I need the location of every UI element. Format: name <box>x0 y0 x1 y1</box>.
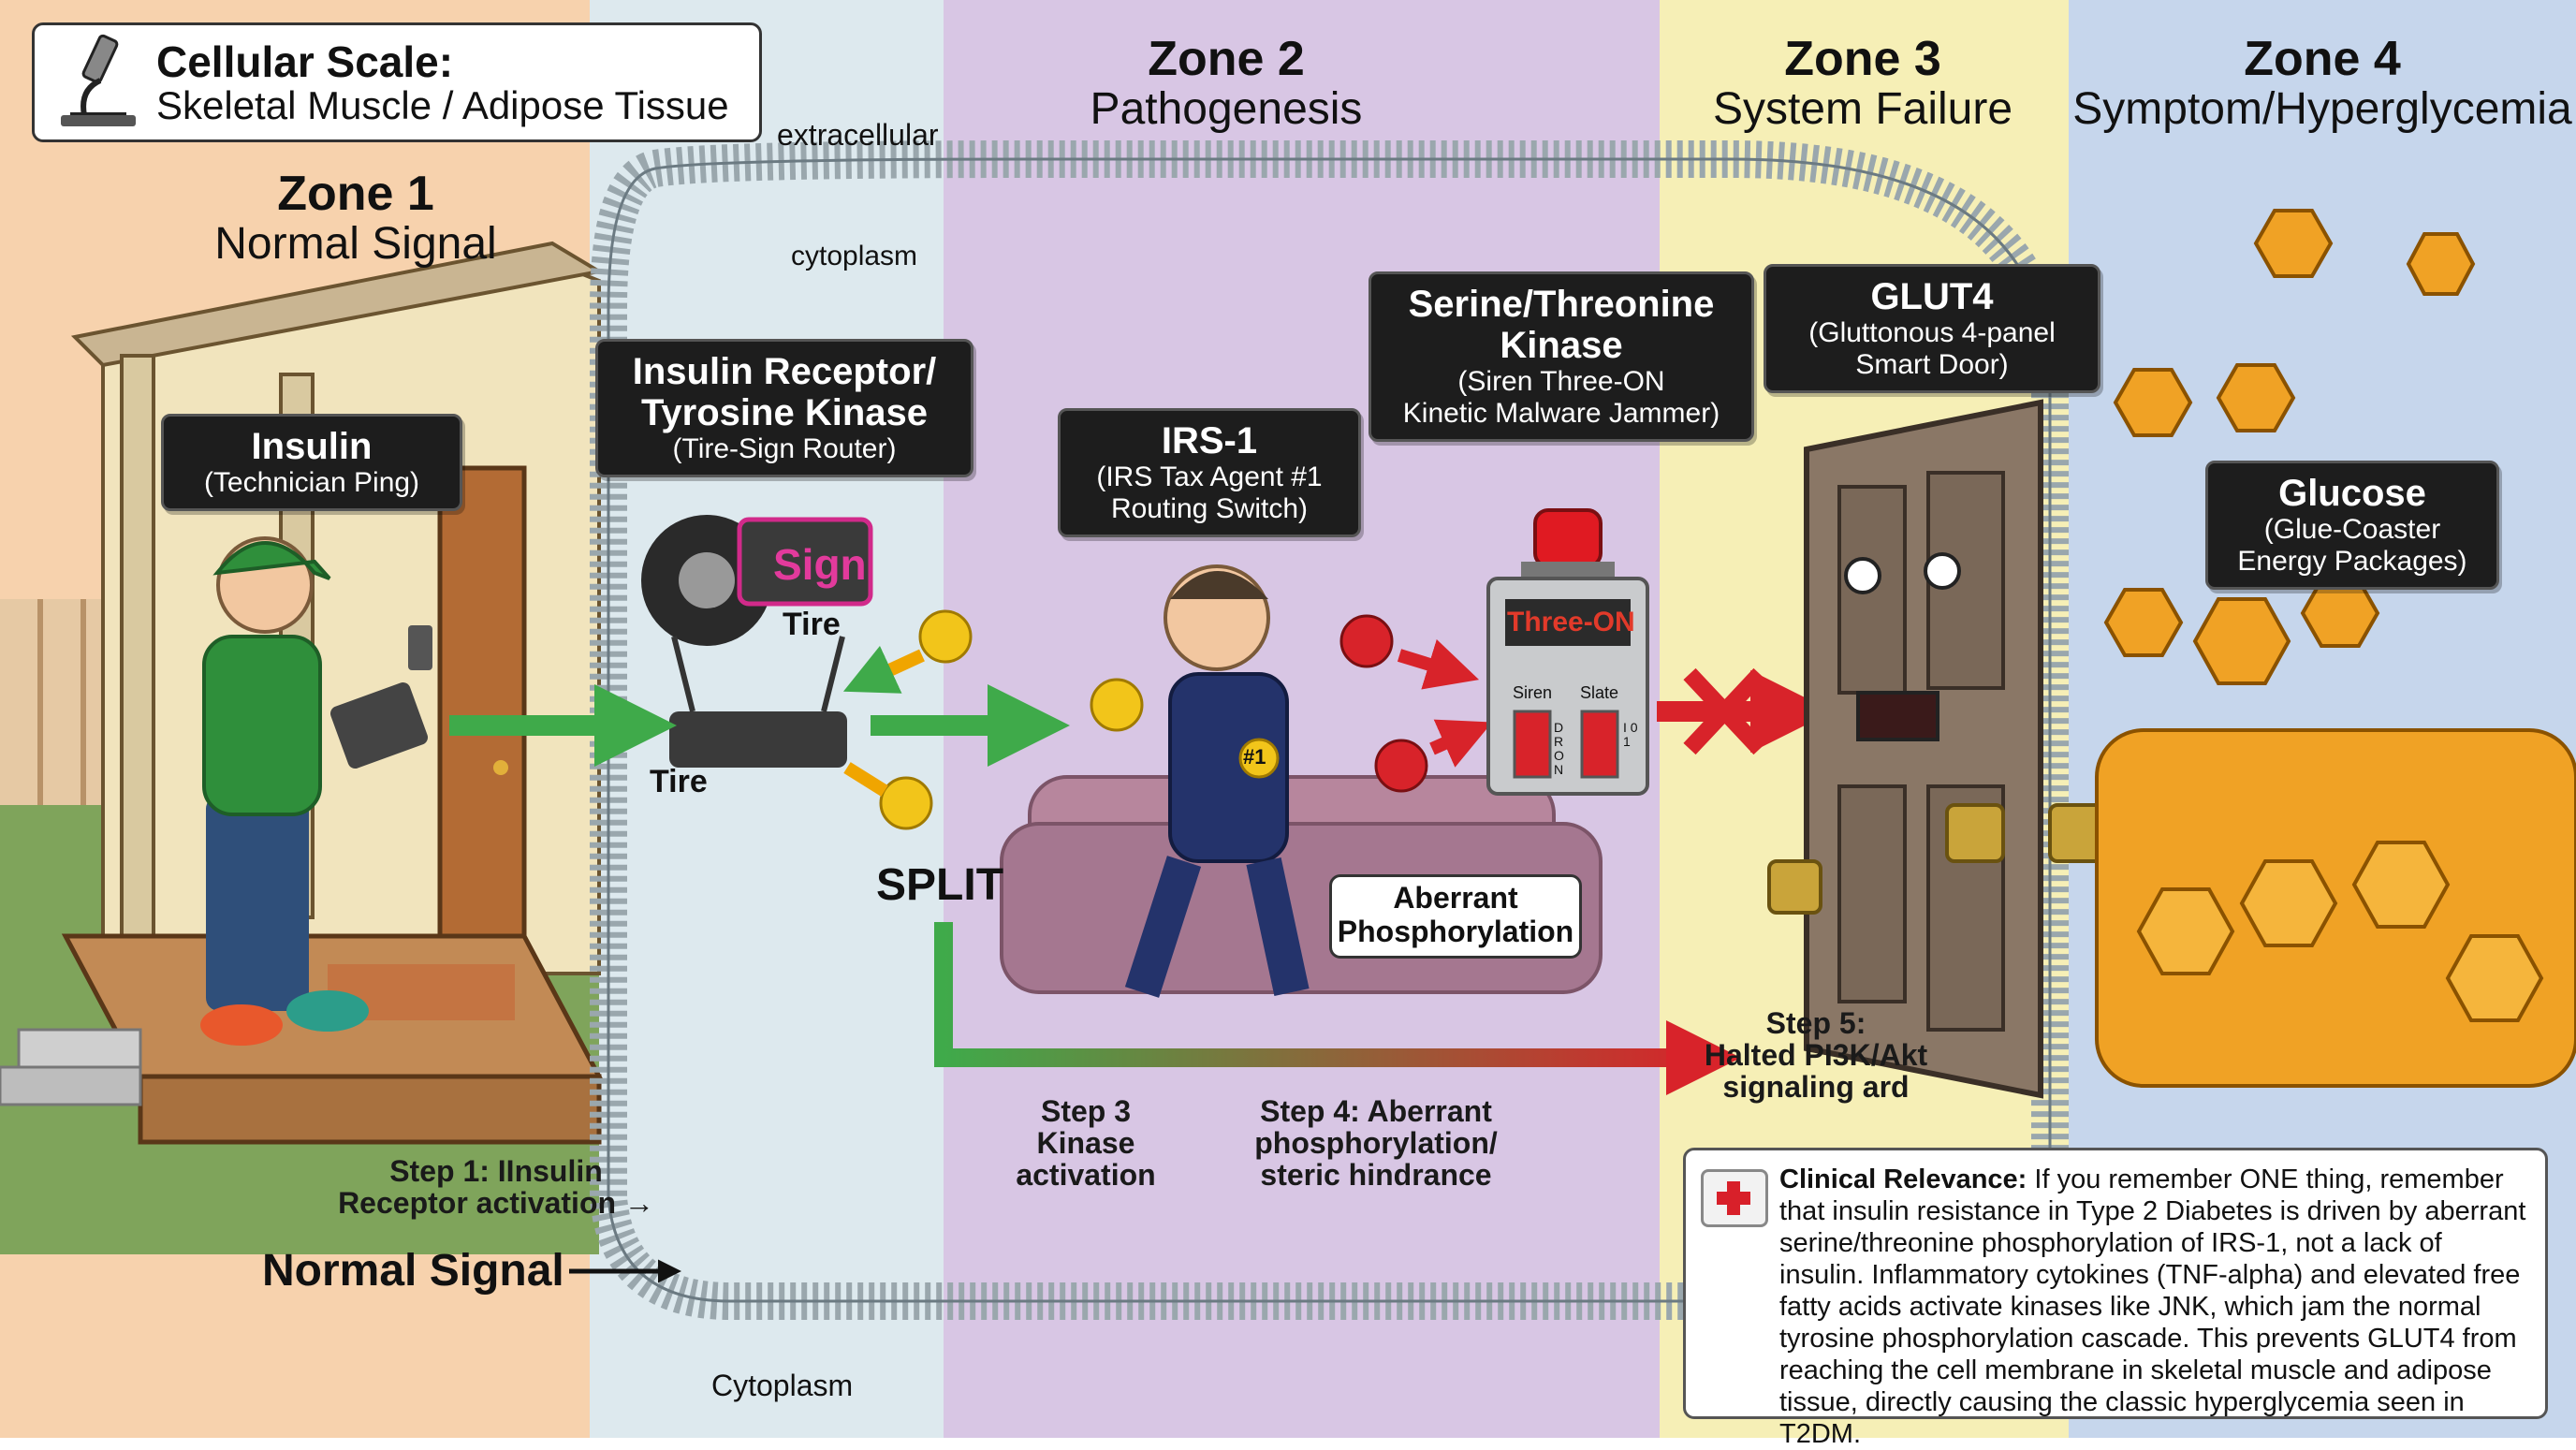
split-arrow <box>934 922 1741 1095</box>
step-5-line-1: Step 5: <box>1765 1006 1866 1040</box>
glut4-label-sub-2: Smart Door) <box>1855 349 2009 380</box>
insulin-ball <box>918 609 973 664</box>
scale-subtitle: Skeletal Muscle / Adipose Tissue <box>156 83 729 127</box>
glut4-label: GLUT4 (Gluttonous 4-panel Smart Door) <box>1764 264 2100 393</box>
insulin-ball <box>879 776 933 830</box>
router-tire-bottom: Tire <box>650 764 708 799</box>
jammer-switch-right-text: I 0 1 <box>1623 720 1638 749</box>
kinase-ball <box>1339 614 1394 668</box>
insulin-label-title: Insulin <box>251 426 373 467</box>
step-4-label: Step 4: Aberrant phosphorylation/ steric… <box>1226 1095 1526 1191</box>
glut4-door <box>1767 399 2108 1099</box>
kinase-label-title-1: Serine/Threonine <box>1408 284 1715 325</box>
technician-figure <box>200 536 429 1046</box>
zone-2-heading: Zone 2 <box>1148 32 1305 86</box>
step-3-label: Step 3 Kinase activation <box>992 1095 1179 1191</box>
extracellular-label: extracellular <box>777 118 939 152</box>
router-tire-top: Tire <box>783 607 841 642</box>
kinase-label-title-2: Kinase <box>1500 325 1623 366</box>
cellular-scale-box: Cellular Scale: Skeletal Muscle / Adipos… <box>32 22 762 142</box>
step-4-line-3: steric hindrance <box>1260 1158 1492 1192</box>
glucose-crowd <box>2095 209 2576 1088</box>
kinase-label: Serine/Threonine Kinase (Siren Three-ON … <box>1368 271 1754 442</box>
siren-jammer-device <box>1486 508 1649 796</box>
cytoplasm-bottom-label: Cytoplasm <box>711 1369 854 1402</box>
agent-badge: #1 <box>1243 745 1266 769</box>
cytoplasm-top-label: cytoplasm <box>791 241 918 271</box>
step-1-label: Step 1: IInsulin Receptor activation → <box>328 1155 665 1219</box>
zone-3-heading: Zone 3 <box>1784 32 1941 86</box>
zone-1-title: Zone 1 Normal Signal <box>187 168 524 270</box>
zone-1-heading: Zone 1 <box>277 167 434 221</box>
glut4-label-sub-1: (Gluttonous 4-panel <box>1808 317 2056 348</box>
zone-2-title: Zone 2 Pathogenesis <box>1039 34 1413 135</box>
receptor-label-title-1: Insulin Receptor/ <box>632 351 937 392</box>
glucose-label-sub-2: Energy Packages) <box>2237 546 2467 577</box>
microscope-icon <box>61 34 136 126</box>
clinical-heading: Clinical Relevance: <box>1779 1164 2035 1194</box>
tire-sign-router <box>641 515 873 768</box>
glucose-label: Glucose (Glue-Coaster Energy Packages) <box>2205 461 2499 590</box>
step-5-label: Step 5: Halted PI3K/Akt signaling ard <box>1685 1007 1947 1103</box>
step-5-line-3: signaling ard <box>1722 1070 1910 1104</box>
normal-signal-label: Normal Signal <box>262 1246 564 1296</box>
zone-4-title: Zone 4 Symptom/Hyperglycemia <box>2069 34 2576 135</box>
first-aid-kit-icon <box>1701 1169 1768 1227</box>
step-3-line-2: Kinase <box>1036 1126 1135 1160</box>
clinical-relevance-box: Clinical Relevance: If you remember ONE … <box>1683 1148 2548 1449</box>
irs1-label: IRS-1 (IRS Tax Agent #1 Routing Switch) <box>1058 408 1361 537</box>
split-label: SPLIT <box>876 860 1004 910</box>
irs1-label-sub-2: Routing Switch) <box>1110 493 1309 524</box>
glucose-label-sub-1: (Glue-Coaster <box>2263 514 2441 545</box>
zone-3-title: Zone 3 System Failure <box>1685 34 2041 135</box>
aberrant-line-2: Phosphorylation <box>1337 915 1574 948</box>
insulin-label: Insulin (Technician Ping) <box>161 414 462 511</box>
zone-4-subtitle: Symptom/Hyperglycemia <box>2072 84 2572 134</box>
jammer-display: Three-ON <box>1507 607 1635 637</box>
jammer-switch-right-label[interactable]: Slate <box>1580 683 1619 702</box>
step-4-line-1: Step 4: Aberrant <box>1260 1094 1492 1128</box>
step-3-line-3: activation <box>1016 1158 1156 1192</box>
step-1-line-2: Receptor activation → <box>338 1186 654 1220</box>
irs-agent-figure <box>1124 564 1310 998</box>
aberrant-phosphorylation-callout: Aberrant Phosphorylation <box>1329 874 1582 959</box>
receptor-label: Insulin Receptor/ Tyrosine Kinase (Tire-… <box>595 339 973 477</box>
scale-title: Cellular Scale: <box>156 37 454 86</box>
irs1-label-sub-1: (IRS Tax Agent #1 <box>1096 461 1323 492</box>
jammer-switch-left-label[interactable]: Siren <box>1513 683 1553 702</box>
zone-1-subtitle: Normal Signal <box>214 219 497 269</box>
jammer-switch-left-text: D R O N <box>1554 720 1564 777</box>
step-4-line-2: phosphorylation/ <box>1254 1126 1498 1160</box>
kinase-label-sub-1: (Siren Three-ON <box>1457 366 1665 397</box>
router-sign-text: Sign <box>773 540 867 589</box>
zone-2-subtitle: Pathogenesis <box>1090 84 1363 134</box>
step-1-line-1: Step 1: IInsulin <box>389 1154 603 1188</box>
glut4-label-title: GLUT4 <box>1870 276 1994 317</box>
kinase-label-sub-2: Kinetic Malware Jammer) <box>1402 398 1720 429</box>
insulin-label-sub: (Technician Ping) <box>203 467 420 498</box>
house <box>70 241 605 976</box>
zone-4-heading: Zone 4 <box>2244 32 2401 86</box>
receptor-label-sub: (Tire-Sign Router) <box>672 433 897 464</box>
zone-3-subtitle: System Failure <box>1712 84 2013 134</box>
glucose-label-title: Glucose <box>2278 473 2426 514</box>
kinase-ball <box>1374 739 1428 793</box>
irs1-label-title: IRS-1 <box>1161 420 1258 461</box>
red-x <box>1683 667 1766 755</box>
receptor-label-title-2: Tyrosine Kinase <box>640 392 929 433</box>
aberrant-line-1: Aberrant <box>1393 881 1518 915</box>
insulin-ball <box>1090 678 1144 732</box>
clinical-body: If you remember ONE thing, remember that… <box>1779 1164 2526 1449</box>
step-3-line-1: Step 3 <box>1040 1094 1132 1128</box>
step-5-line-2: Halted PI3K/Akt <box>1704 1038 1928 1072</box>
